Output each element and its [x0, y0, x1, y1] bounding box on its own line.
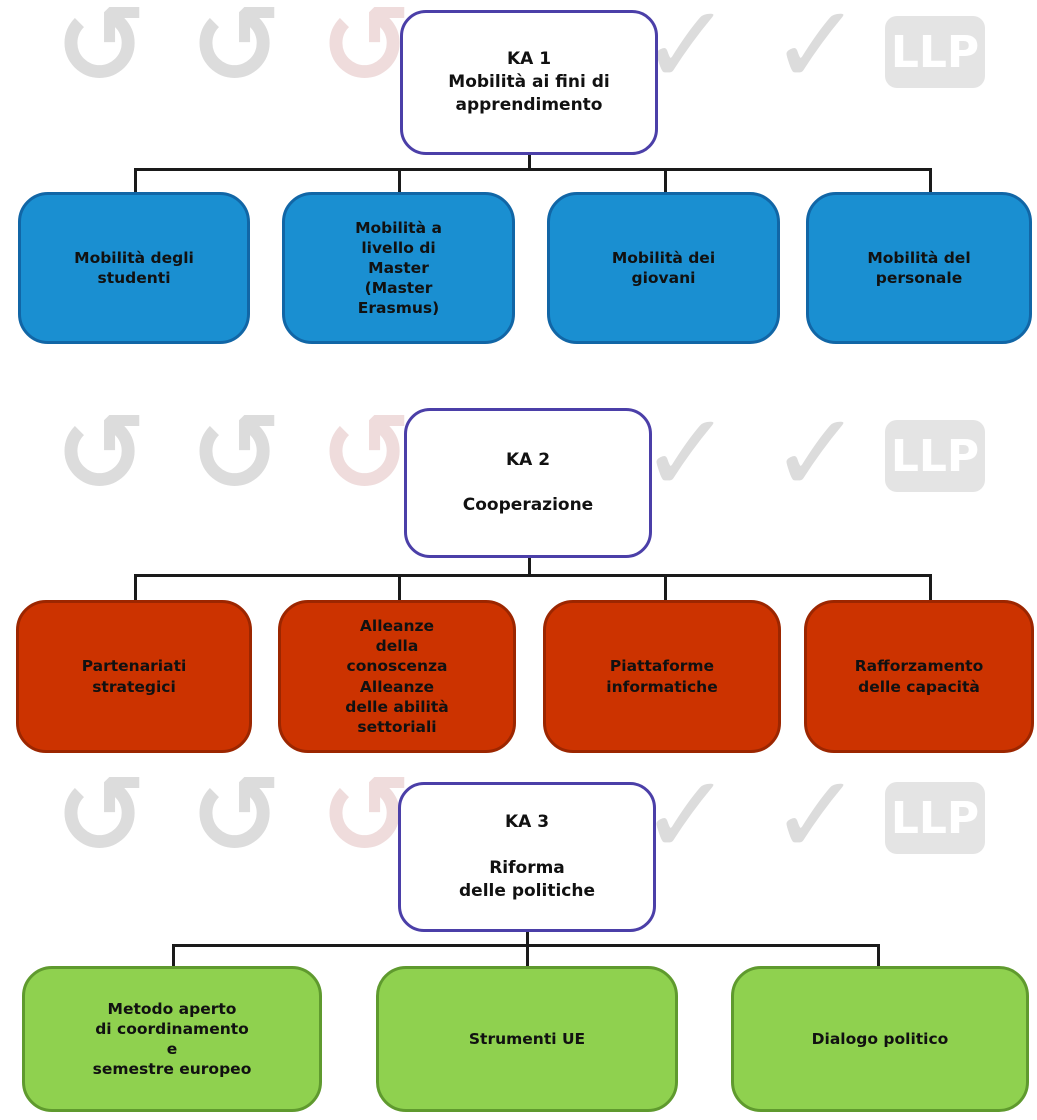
- ka3-child-box: Dialogo politico: [731, 966, 1029, 1112]
- watermark-check-icon: ✓: [770, 389, 863, 517]
- connector-line: [664, 574, 667, 601]
- ka2-child-box: Alleanze della conoscenza Alleanze delle…: [278, 600, 516, 753]
- ka1-head-box: KA 1 Mobilità ai fini di apprendimento: [400, 10, 658, 155]
- watermark-check-icon: ✓: [770, 0, 863, 109]
- ka2-child-box: Partenariati strategici: [16, 600, 252, 753]
- connector-line: [134, 168, 137, 194]
- watermark-swirl-icon: ↺: [190, 751, 283, 879]
- watermark-logo: LLP: [885, 16, 985, 88]
- watermark-check-icon: ✓: [770, 751, 863, 879]
- watermark-swirl-icon: ↺: [55, 751, 148, 879]
- ka2-child-box: Piattaforme informatiche: [543, 600, 781, 753]
- watermark-check-icon: ✓: [640, 389, 733, 517]
- ka1-child-box: Mobilità dei giovani: [547, 192, 780, 344]
- connector-line: [528, 155, 531, 170]
- ka1-child-box: Mobilità degli studenti: [18, 192, 250, 344]
- watermark-swirl-icon: ↺: [320, 389, 413, 517]
- watermark-logo: LLP: [885, 420, 985, 492]
- watermark-swirl-icon: ↺: [55, 0, 148, 109]
- watermark-swirl-icon: ↺: [320, 0, 413, 109]
- connector-line: [134, 574, 137, 601]
- connector-line: [877, 944, 880, 968]
- watermark-logo: LLP: [885, 782, 985, 854]
- watermark-swirl-icon: ↺: [320, 751, 413, 879]
- connector-line: [664, 168, 667, 194]
- connector-line: [526, 932, 529, 946]
- connector-line: [134, 168, 932, 171]
- connector-line: [929, 574, 932, 601]
- watermark-swirl-icon: ↺: [190, 389, 283, 517]
- connector-line: [134, 574, 932, 577]
- watermark-swirl-icon: ↺: [55, 389, 148, 517]
- ka1-child-box: Mobilità del personale: [806, 192, 1032, 344]
- connector-line: [398, 574, 401, 601]
- connector-line: [172, 944, 175, 968]
- ka3-child-box: Metodo aperto di coordinamento e semestr…: [22, 966, 322, 1112]
- ka3-head-box: KA 3 Riforma delle politiche: [398, 782, 656, 932]
- connector-line: [929, 168, 932, 194]
- ka2-head-box: KA 2 Cooperazione: [404, 408, 652, 558]
- connector-line: [526, 944, 529, 968]
- ka3-child-box: Strumenti UE: [376, 966, 678, 1112]
- ka2-child-box: Rafforzamento delle capacità: [804, 600, 1034, 753]
- watermark-swirl-icon: ↺: [190, 0, 283, 109]
- ka1-child-box: Mobilità a livello di Master (Master Era…: [282, 192, 515, 344]
- connector-line: [528, 558, 531, 575]
- connector-line: [398, 168, 401, 194]
